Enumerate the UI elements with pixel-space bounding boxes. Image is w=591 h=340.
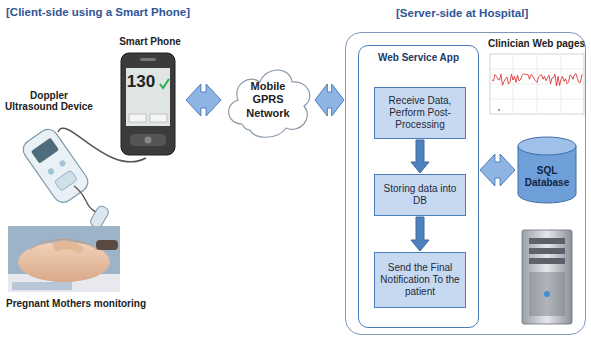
section-title: [Server-side at Hospital]	[396, 7, 528, 19]
process-label: Storing data into DB	[380, 183, 460, 207]
flow-arrow	[411, 217, 429, 251]
chart-label: Clinician Web pages	[488, 38, 585, 49]
database-label: SQL Database	[520, 165, 574, 189]
section-title: [Client-side using a Smart Phone]	[6, 6, 190, 18]
probe	[89, 204, 110, 229]
process-label: Receive Data, Perform Post-Processing	[380, 95, 460, 131]
process-box: Receive Data, Perform Post-Processing	[374, 87, 466, 139]
device-label: Doppler Ultrasound Device	[4, 90, 94, 112]
process-box: Send the Final Notification To the patie…	[374, 252, 466, 308]
app-title: Web Service App	[359, 52, 478, 63]
heart-rate-value: 130	[125, 72, 157, 92]
smart-phone: Smart Phone 130	[115, 36, 185, 160]
database-cylinder: SQL Database	[516, 136, 578, 204]
server-tower	[522, 230, 572, 324]
server-region: [Server-side at Hospital]Web Service App…	[345, 32, 586, 335]
process-label: Send the Final Notification To the patie…	[380, 262, 460, 298]
clinician-chart	[490, 54, 584, 114]
patient-photo	[8, 226, 120, 292]
web-service-box: Web Service AppReceive Data, Perform Pos…	[358, 45, 479, 328]
patient-label: Pregnant Mothers monitoring	[6, 298, 146, 309]
phone-body	[120, 52, 176, 156]
process-box: Storing data into DB	[374, 174, 466, 216]
network-label: Mobile GPRS Network	[239, 80, 297, 120]
device-label: Smart Phone	[115, 36, 185, 47]
probe-cable	[74, 186, 96, 212]
block-arrow	[315, 84, 344, 116]
network-cloud: Mobile GPRS Network	[222, 58, 314, 142]
flow-arrow	[411, 140, 429, 173]
block-arrow	[480, 154, 515, 186]
block-arrow	[186, 84, 221, 116]
doppler-device	[19, 125, 91, 206]
